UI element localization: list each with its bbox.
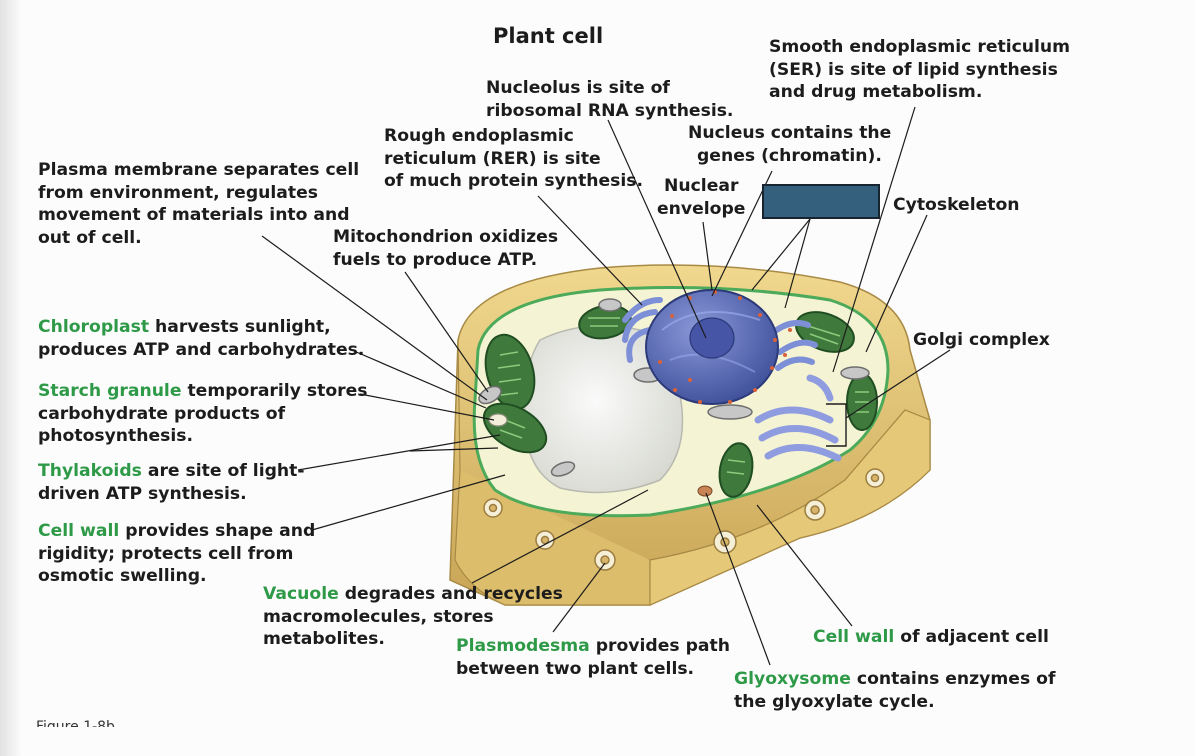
golgi-complex <box>754 374 842 462</box>
page-edge-shadow <box>0 0 22 756</box>
nucleolus <box>689 317 735 359</box>
figure-caption: Figure 1-8b <box>36 719 115 727</box>
golgi-bracket <box>826 403 847 447</box>
diagram-title: Plant cell <box>493 24 604 48</box>
label-thylakoids: Thylakoids are site of light- driven ATP… <box>38 461 305 504</box>
label-smooth-er: Smooth endoplasmic reticulum (SER) is si… <box>769 37 1071 102</box>
label-golgi-complex: Golgi complex <box>913 330 1050 350</box>
label-vacuole: Vacuole degrades and recycles macromolec… <box>263 584 563 649</box>
label-nuclear-envelope: Nuclear envelope <box>657 176 746 219</box>
nucleus <box>645 289 779 405</box>
label-cytoskeleton: Cytoskeleton <box>893 195 1020 215</box>
label-nucleolus: Nucleolus is site of ribosomal RNA synth… <box>486 78 734 121</box>
plasmodesmata <box>483 468 885 571</box>
label-mitochondrion: Mitochondrion oxidizes fuels to produce … <box>333 227 559 270</box>
label-glyoxysome: Glyoxysome contains enzymes of the glyox… <box>734 669 1056 712</box>
label-cell-wall: Cell wall provides shape and rigidity; p… <box>38 521 316 586</box>
label-nucleus: Nucleus contains the genes (chromatin). <box>688 123 892 166</box>
label-plasmodesma: Plasmodesma provides path between two pl… <box>456 636 730 679</box>
leader-lines <box>261 106 951 666</box>
blank-label-box <box>762 184 880 219</box>
starch-granule <box>488 413 508 427</box>
label-rough-er: Rough endoplasmic reticulum (RER) is sit… <box>384 126 644 191</box>
label-chloroplast: Chloroplast harvests sunlight, produces … <box>38 317 365 360</box>
thylakoid-stacks <box>497 317 869 475</box>
label-starch-granule: Starch granule temporarily stores carboh… <box>38 381 368 446</box>
label-plasma-membrane: Plasma membrane separates cell from envi… <box>38 160 360 248</box>
glyoxysome <box>697 485 713 497</box>
label-cell-wall-adjacent: Cell wall of adjacent cell <box>813 627 1049 647</box>
